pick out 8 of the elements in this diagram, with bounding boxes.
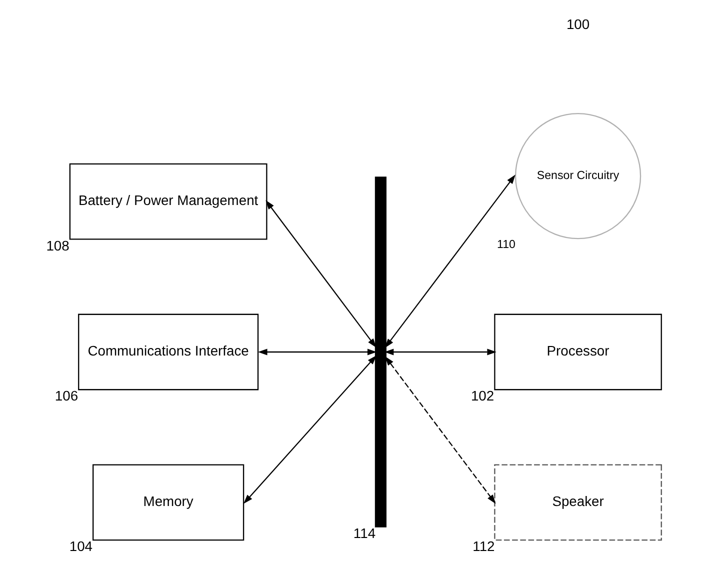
node-label: 106 bbox=[54, 388, 78, 404]
node-label: 108 bbox=[46, 237, 69, 254]
node-label: 102 bbox=[470, 388, 494, 404]
node-label: 104 bbox=[68, 538, 92, 554]
label: 100 bbox=[566, 16, 590, 32]
node-label: 114 bbox=[352, 524, 376, 541]
node-label: 110 bbox=[496, 238, 515, 251]
node-label: 112 bbox=[472, 538, 494, 554]
